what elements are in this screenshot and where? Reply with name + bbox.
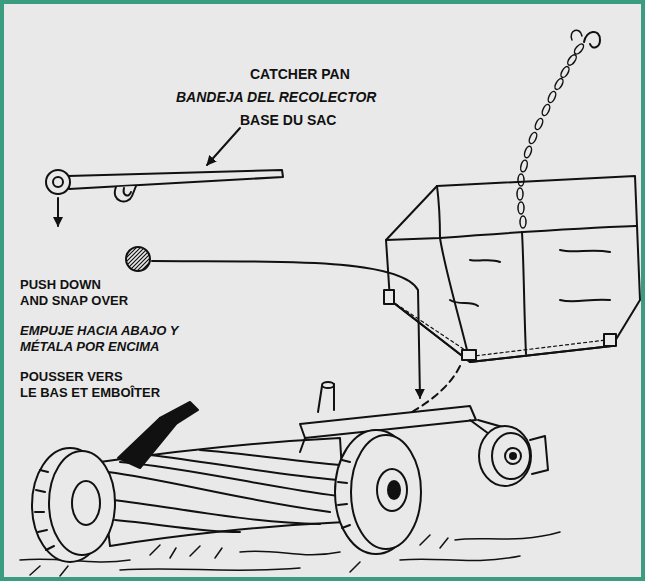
- catcher-bag: [450, 250, 610, 306]
- rear-roller: [478, 420, 548, 486]
- rear-roller: [505, 448, 521, 464]
- push-arrow: [57, 198, 59, 226]
- bag-chain: [520, 159, 529, 172]
- rear-roller: [479, 426, 531, 486]
- grass-lines: [240, 551, 340, 555]
- left-wheel: [35, 470, 54, 550]
- right-wheel: [388, 481, 400, 499]
- adjust-knob: [322, 382, 334, 388]
- dashed-guide: [412, 366, 460, 412]
- catcher-bag: [386, 186, 440, 240]
- catcher-bag: [390, 300, 612, 362]
- bag-chain: [523, 145, 533, 158]
- left-wheel: [32, 448, 115, 562]
- handle-stub: [118, 418, 176, 468]
- handle-stub: [160, 402, 198, 424]
- reel-cylinder: [200, 450, 340, 465]
- bag-chain: [566, 53, 578, 66]
- catcher-bag: [384, 176, 640, 362]
- pan-base-part: [115, 186, 136, 202]
- bag-chain: [559, 65, 570, 78]
- right-wheel: [335, 430, 421, 554]
- pan-base-part: [124, 188, 131, 195]
- adjust-knob: [318, 382, 334, 412]
- instruction-text: PUSH DOWN AND SNAP OVER: [20, 277, 130, 309]
- pan-base-part: [53, 177, 63, 187]
- right-wheel: [338, 460, 350, 528]
- reel-cylinder: [112, 500, 320, 524]
- part-name: BANDEJA DEL RECOLECTOR: [176, 89, 376, 106]
- rear-roller: [492, 433, 530, 479]
- placement-arrow: [152, 261, 420, 398]
- rear-roller: [530, 436, 548, 474]
- bag-chain: [534, 117, 545, 130]
- bag-chain: [517, 30, 600, 228]
- bag-chain: [518, 202, 524, 214]
- grass-lines: [400, 556, 520, 561]
- part-name: BASE DU SAC: [240, 112, 336, 129]
- left-wheel: [49, 451, 115, 555]
- wrap-spacer: [123, 369, 165, 385]
- bag-chain: [553, 77, 564, 90]
- rear-roller: [510, 453, 516, 459]
- instruction-text: POUSSER VERS LE BAS ET EMBOÎTER: [20, 369, 165, 401]
- instruction-text: EMPUJE HACIA ABAJO Y MÉTALA POR ENCIMA: [20, 323, 185, 355]
- pan-base-part: [46, 170, 283, 202]
- catcher-bag: [440, 226, 636, 238]
- catcher-bag: [384, 290, 394, 304]
- bag-chain: [547, 90, 558, 103]
- catcher-bag: [604, 334, 616, 346]
- grass-lines: [120, 568, 300, 570]
- reel-cylinder: [108, 472, 330, 512]
- bag-chain: [584, 32, 600, 48]
- grass-lines: [30, 562, 360, 576]
- bag-chain: [573, 42, 585, 55]
- bag-chain: [541, 103, 552, 116]
- catcher-bag: [386, 176, 640, 362]
- pan-base-part: [46, 170, 70, 194]
- rail-section: [126, 247, 150, 271]
- frame-rail: [300, 438, 305, 452]
- reel-cylinder: [115, 520, 240, 532]
- right-wheel: [351, 435, 421, 549]
- bag-chain: [518, 174, 524, 186]
- right-wheel: [377, 469, 407, 511]
- catcher-bag: [522, 232, 526, 354]
- bag-chain: [517, 188, 523, 200]
- left-wheel: [72, 481, 100, 525]
- reel-cylinder: [120, 462, 338, 496]
- catcher-bag: [396, 304, 606, 356]
- bag-chain: [520, 216, 526, 228]
- catcher-bag: [462, 350, 476, 360]
- reel-cylinder: [150, 455, 338, 480]
- part-name: CATCHER PAN: [250, 66, 350, 83]
- grass-lines: [150, 545, 222, 558]
- bag-chain: [571, 30, 582, 40]
- bag-chain: [528, 131, 539, 144]
- illustration: [20, 30, 640, 576]
- pan-base-part: [68, 170, 283, 189]
- leader-arrow: [207, 128, 240, 165]
- grass-lines: [420, 532, 560, 548]
